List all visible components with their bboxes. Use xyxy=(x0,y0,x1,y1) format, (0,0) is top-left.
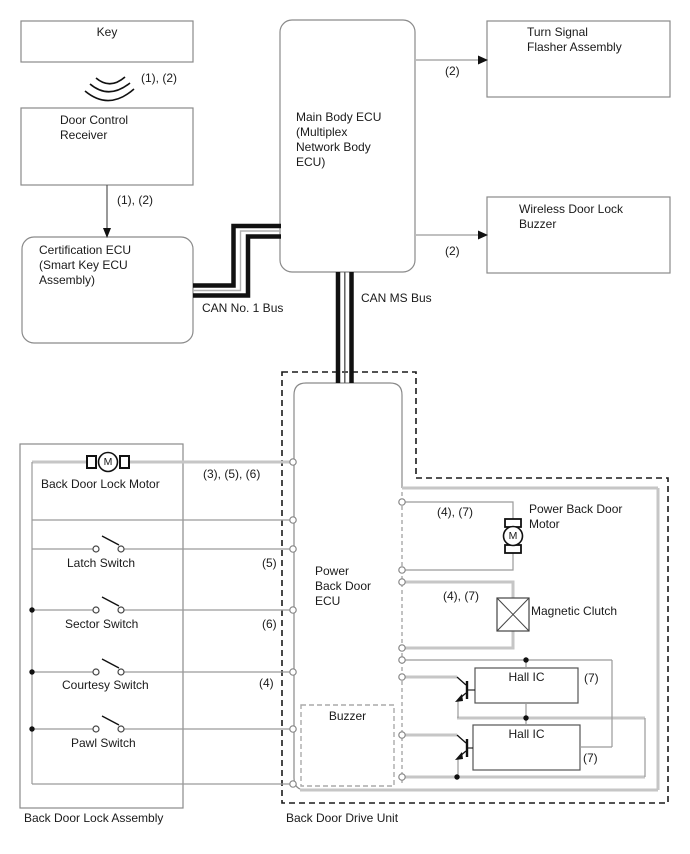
can-no1-bus-label: CAN No. 1 Bus xyxy=(202,301,284,315)
lock-motor-pins-label: (3), (5), (6) xyxy=(203,467,261,481)
hall-ic-1-box xyxy=(474,667,579,704)
door-control-receiver-label: Door Control Receiver xyxy=(60,113,129,142)
courtesy-switch-label: Courtesy Switch xyxy=(62,678,149,692)
turn-signal-flasher-box xyxy=(486,20,671,98)
transistor-2-icon xyxy=(455,734,473,760)
wireless-buzzer-arrow xyxy=(416,230,488,240)
sector-switch-icon xyxy=(92,596,125,614)
hall-ic-1-label: Hall IC xyxy=(508,670,545,684)
pbd-motor-pins-label: (4), (7) xyxy=(437,505,473,519)
back-door-lock-motor-icon xyxy=(86,451,130,473)
wireless-door-lock-buzzer-box xyxy=(486,196,671,274)
transistor-1-icon xyxy=(455,676,475,702)
wireless-door-lock-buzzer-label: Wireless Door Lock Buzzer xyxy=(519,202,624,231)
component-boxes xyxy=(19,19,671,809)
receiver-cert-pins-label: (1), (2) xyxy=(117,193,153,207)
back-door-drive-unit-caption: Back Door Drive Unit xyxy=(286,811,399,825)
turn-signal-pins-label: (2) xyxy=(445,64,460,78)
buzzer-box xyxy=(300,704,395,787)
back-door-lock-assembly-box xyxy=(19,443,184,809)
pawl-switch-icon xyxy=(92,715,125,733)
sector-pin-label: (6) xyxy=(262,617,277,631)
turn-signal-flasher-label: Turn Signal Flasher Assembly xyxy=(527,25,622,54)
hall-ic-2-label: Hall IC xyxy=(508,727,545,741)
latch-switch-icon xyxy=(92,535,125,553)
wireless-buzzer-pins-label: (2) xyxy=(445,244,460,258)
receiver-to-cert-arrow xyxy=(103,185,111,238)
back-door-lock-assembly-caption: Back Door Lock Assembly xyxy=(24,811,164,825)
door-control-receiver-box xyxy=(20,107,194,186)
magnetic-clutch-icon xyxy=(496,597,530,632)
key-signal-pins-label: (1), (2) xyxy=(141,71,177,85)
power-back-door-ecu-label: Power Back Door ECU xyxy=(315,564,372,608)
power-back-door-ecu-box xyxy=(293,382,403,791)
courtesy-switch-icon xyxy=(92,658,125,676)
wires-thick xyxy=(32,460,660,792)
latch-pin-label: (5) xyxy=(262,556,277,570)
key-box xyxy=(20,20,194,63)
can-no1-bus xyxy=(193,223,281,298)
can-ms-bus xyxy=(335,272,354,383)
main-body-ecu-label: Main Body ECU (Multiplex Network Body EC… xyxy=(296,110,382,169)
certification-ecu-label: Certification ECU (Smart Key ECU Assembl… xyxy=(39,243,132,287)
pbd-motor-m-symbol: M xyxy=(508,530,518,542)
wires-thin xyxy=(31,462,646,785)
key-label: Key xyxy=(96,25,118,39)
pawl-switch-label: Pawl Switch xyxy=(71,736,136,750)
hall-ic-2-pin-label: (7) xyxy=(583,751,598,765)
ecu-terminals xyxy=(289,458,406,788)
buzzer-label: Buzzer xyxy=(328,709,367,723)
can-ms-bus-label: CAN MS Bus xyxy=(361,291,432,305)
back-door-drive-unit-boundary xyxy=(281,371,669,804)
magnetic-clutch-label: Magnetic Clutch xyxy=(531,604,618,618)
power-back-door-motor-label: Power Back Door Motor xyxy=(529,502,623,531)
wireless-signal-icon xyxy=(84,76,135,102)
courtesy-pin-label: (4) xyxy=(259,676,274,690)
sector-switch-label: Sector Switch xyxy=(65,617,139,631)
back-door-lock-motor-label: Back Door Lock Motor xyxy=(41,477,160,491)
latch-switch-label: Latch Switch xyxy=(67,556,136,570)
magnetic-clutch-pins-label: (4), (7) xyxy=(443,589,479,603)
main-body-ecu-box xyxy=(279,19,416,273)
hall-ic-1-pin-label: (7) xyxy=(584,671,599,685)
power-back-door-motor-icon xyxy=(502,518,524,554)
junction-dots xyxy=(29,607,529,780)
turn-signal-arrow xyxy=(416,55,488,65)
lock-motor-m-symbol: M xyxy=(103,456,113,468)
